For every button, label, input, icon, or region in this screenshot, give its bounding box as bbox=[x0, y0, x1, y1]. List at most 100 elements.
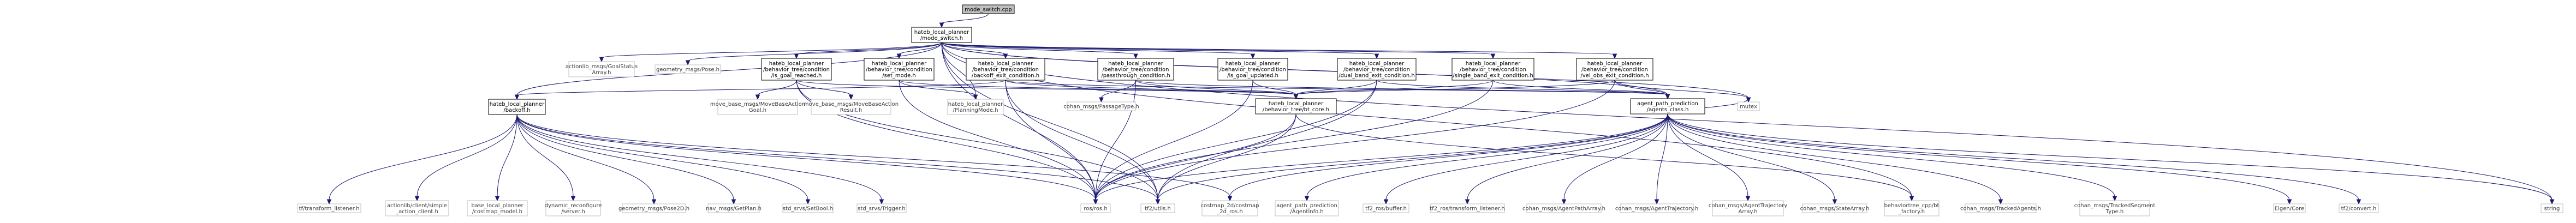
node-label-line: behaviortree_cpp/bt bbox=[1884, 203, 1940, 209]
node-box bbox=[545, 200, 601, 216]
node-label-line: /PlanningMode.h bbox=[953, 107, 998, 113]
node-label-line: /behavior_tree/condition bbox=[1581, 67, 1648, 73]
arrowhead-backoff_h-to-dynamic_reconfigure bbox=[570, 196, 576, 202]
node-tf2utils: tf2/utils.h bbox=[1140, 203, 1175, 213]
edge-single_band_exit-to-bt_core bbox=[1295, 80, 1494, 95]
node-label-line: std_srvs/SetBool.h bbox=[783, 206, 833, 212]
edge-mode_switch_h-to-agents_class bbox=[941, 42, 1668, 95]
node-label-line: mutex bbox=[1740, 104, 1757, 110]
node-planningmode: hateb_local_planner/PlanningMode.h bbox=[947, 99, 1004, 115]
node-is_goal_updated[interactable]: hateb_local_planner/behavior_tree/condit… bbox=[1217, 58, 1288, 81]
edge-agents_class-to-tf2utils bbox=[1157, 113, 1668, 201]
node-vel_obs_exit[interactable]: hateb_local_planner/behavior_tree/condit… bbox=[1576, 58, 1653, 81]
node-box bbox=[1451, 58, 1534, 81]
edge-backoff_h-to-dynamic_reconfigure bbox=[516, 114, 574, 197]
node-label-line: Array.h bbox=[1738, 209, 1757, 215]
arrowhead-mode_switch_h-to-is_goal_updated bbox=[1250, 53, 1256, 59]
node-label-line: /behavior_tree/condition bbox=[763, 67, 830, 73]
node-pose2d: geometry_msgs/Pose2D.h bbox=[618, 203, 689, 213]
arrowhead-backoff_h-to-tf_transform_listener bbox=[326, 199, 332, 205]
node-pose_h: geometry_msgs/Pose.h bbox=[655, 64, 721, 74]
node-label-line: cohan_msgs/TrackedAgents.h bbox=[1960, 206, 2041, 212]
node-label-line: /behavior_tree/condition bbox=[866, 67, 932, 73]
node-box bbox=[1255, 98, 1337, 114]
node-label-line: /is_goal_updated.h bbox=[1227, 73, 1278, 79]
edge-passthrough-to-agents_class bbox=[1135, 80, 1668, 95]
node-label-line: hateb_local_planner bbox=[978, 61, 1033, 67]
node-label-line: /is_goal_reached.h bbox=[771, 73, 822, 79]
edge-agents_class-to-trackedsegmenttype bbox=[1667, 113, 2115, 197]
edge-agents_class-to-trackedagents bbox=[1667, 113, 2001, 201]
node-dual_band_exit[interactable]: hateb_local_planner/behavior_tree/condit… bbox=[1337, 58, 1417, 81]
node-label-line: hateb_local_planner bbox=[1587, 61, 1643, 67]
node-label-line: string bbox=[2544, 206, 2560, 212]
edge-mode_switch_h-to-backoff_h bbox=[516, 42, 942, 96]
node-label-line: cohan_msgs/AgentTrajectory bbox=[1709, 203, 1787, 209]
node-label-line: /behavior_tree/condition bbox=[1343, 67, 1410, 73]
node-costmap_model: base_local_planner/costmap_model.h bbox=[467, 200, 528, 216]
node-agentinfo: agent_path_prediction/AgentInfo.h bbox=[1275, 200, 1339, 216]
arrowhead-agents_class-to-trackedagents bbox=[1998, 199, 2003, 205]
node-label-line: move_base_msgs/MoveBaseAction bbox=[804, 101, 899, 107]
edge-backoff_exit-to-backoff_h bbox=[516, 80, 1006, 96]
edge-is_goal_reached-to-movebaseactionresult bbox=[796, 80, 852, 96]
node-label-line: base_local_planner bbox=[471, 203, 523, 209]
node-ros_h: ros/ros.h bbox=[1080, 203, 1111, 213]
edge-backoff_h-to-costmap_model bbox=[497, 114, 517, 197]
node-label-line: cohan_msgs/StateArray.h bbox=[1800, 206, 1870, 212]
edge-mode_switch_h-to-tf2utils bbox=[941, 42, 1158, 201]
node-agents_class[interactable]: agent_path_prediction/agents_class.h bbox=[1630, 98, 1705, 114]
edge-mode_switch_h-to-vel_obs_exit bbox=[941, 42, 1615, 55]
arrowhead-agents_class-to-trackedsegmenttype bbox=[2112, 196, 2117, 202]
node-backoff_h[interactable]: hateb_local_planner/backoff.h bbox=[488, 99, 546, 115]
edge-passthrough-to-passagetype bbox=[1101, 80, 1136, 99]
node-backoff_exit[interactable]: hateb_local_planner/behavior_tree/condit… bbox=[966, 58, 1045, 81]
node-label-line: mode_switch.cpp bbox=[965, 7, 1012, 13]
node-label-line: /behavior_tree/condition bbox=[1460, 67, 1526, 73]
arrowhead-backoff_h-to-getplan bbox=[731, 199, 736, 205]
edge-is_goal_updated-to-ros_h bbox=[1095, 80, 1253, 201]
node-set_mode[interactable]: hateb_local_planner/behavior_tree/condit… bbox=[864, 58, 935, 81]
node-agentpatharray: cohan_msgs/AgentPathArray.h bbox=[1522, 203, 1605, 213]
node-dynamic_reconfigure: dynamic_reconfigure/server.h bbox=[545, 200, 602, 216]
arrowhead-mode_switch_h-to-pose_h bbox=[685, 60, 691, 66]
arrowhead-backoff_h-to-trigger bbox=[879, 199, 884, 205]
node-mode_switch_h[interactable]: hateb_local_planner/mode_switch.h bbox=[911, 27, 972, 43]
node-bt_core[interactable]: hateb_local_planner/behavior_tree/bt_cor… bbox=[1255, 98, 1337, 114]
arrowhead-is_goal_reached-to-movebaseactiongoal bbox=[755, 94, 760, 100]
node-single_band_exit[interactable]: hateb_local_planner/behavior_tree/condit… bbox=[1451, 58, 1534, 81]
node-statearray: cohan_msgs/StateArray.h bbox=[1800, 203, 1870, 213]
edge-mode_switch_cpp-to-mode_switch_h bbox=[941, 13, 989, 24]
node-label-line: Type.h bbox=[2105, 209, 2124, 215]
node-trackedagents: cohan_msgs/TrackedAgents.h bbox=[1960, 203, 2041, 213]
node-label-line: tf2_ros/buffer.h bbox=[1365, 206, 1407, 212]
node-passthrough[interactable]: hateb_local_planner/behavior_tree/condit… bbox=[1097, 58, 1174, 81]
node-label-line: dynamic_reconfigure bbox=[545, 203, 602, 209]
edge-agents_class-to-statearray bbox=[1667, 113, 1835, 201]
node-label-line: hateb_local_planner bbox=[914, 29, 969, 35]
arrowhead-mode_switch_h-to-single_band_exit bbox=[1490, 53, 1496, 59]
node-label-line: _factory.h bbox=[1898, 209, 1925, 215]
edge-mode_switch_h-to-goalstatusarray bbox=[601, 42, 942, 58]
node-is_goal_reached[interactable]: hateb_local_planner/behavior_tree/condit… bbox=[761, 58, 832, 81]
node-box bbox=[1620, 203, 1694, 213]
node-box bbox=[1965, 203, 2037, 213]
node-label-line: hateb_local_planner bbox=[948, 101, 1003, 107]
arrowhead-agents_class-to-buffer bbox=[1383, 199, 1389, 205]
edge-agents_class-to-agenttrajectory bbox=[1656, 113, 1668, 201]
node-box bbox=[467, 200, 528, 216]
arrowhead-backoff_h-to-costmap_model bbox=[495, 196, 500, 202]
node-box bbox=[761, 58, 832, 81]
edge-backoff_exit-to-tf2utils bbox=[1005, 80, 1158, 201]
node-string: string bbox=[2541, 203, 2563, 213]
node-mode_switch_cpp[interactable]: mode_switch.cpp bbox=[962, 4, 1015, 14]
node-label-line: agent_path_prediction bbox=[1276, 203, 1337, 209]
node-label-line: hateb_local_planner bbox=[490, 101, 545, 107]
arrowhead-agents_class-to-eigencore bbox=[2287, 199, 2292, 205]
edge-mode_switch_h-to-string bbox=[941, 42, 2553, 201]
edge-backoff_h-to-costmap2d bbox=[516, 114, 1230, 197]
node-label-line: /passthrough_condition.h bbox=[1101, 73, 1170, 79]
node-label-line: hateb_local_planner bbox=[769, 61, 824, 67]
